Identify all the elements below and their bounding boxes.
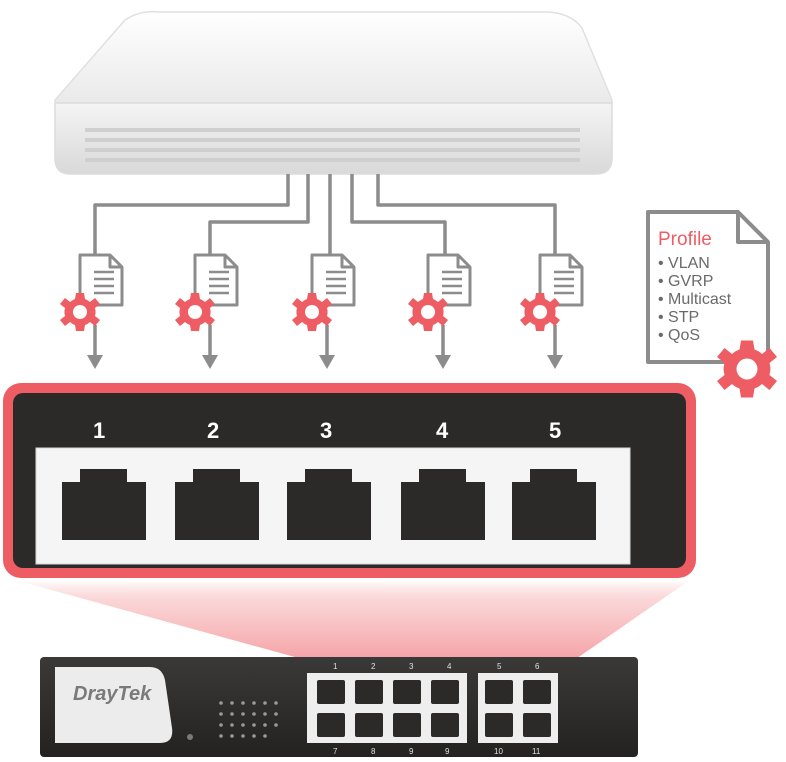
port-number-8: 8	[371, 747, 376, 756]
zoomed-port-panel: 1 2 3 4 5	[3, 383, 696, 578]
document-icon	[538, 253, 584, 307]
document-icon	[78, 253, 124, 307]
profile-card: Profile • VLAN • GVRP • Multicast • STP …	[646, 210, 777, 398]
document-icon	[426, 253, 472, 307]
document-icon	[193, 253, 239, 307]
profile-item-stp: • STP	[658, 309, 699, 326]
profile-doc-4	[408, 253, 472, 331]
vent-dots	[219, 701, 278, 738]
port-number-5: 5	[497, 662, 502, 671]
port-number-10: 10	[494, 747, 503, 756]
port-label-1: 1	[93, 418, 105, 443]
profile-item-multicast: • Multicast	[658, 291, 732, 308]
router-vent	[85, 148, 580, 152]
ethernet-port-icon	[355, 680, 383, 704]
port-number-6: 6	[535, 662, 540, 671]
router-vent	[85, 128, 580, 132]
port-number-2: 2	[371, 662, 376, 671]
profile-doc-2	[175, 253, 239, 331]
port-label-3: 3	[320, 418, 332, 443]
ethernet-port-icon	[523, 680, 551, 704]
connection-lines	[93, 174, 557, 255]
ethernet-port-icon	[355, 713, 383, 737]
port-number-9: 9	[409, 747, 414, 756]
ethernet-port-icon	[393, 680, 421, 704]
ethernet-port-icon	[317, 680, 345, 704]
profile-doc-5	[520, 253, 584, 331]
port-number-7: 7	[333, 747, 338, 756]
profile-item-gvrp: • GVRP	[658, 273, 713, 290]
ethernet-port-icon	[485, 680, 513, 704]
profile-title: Profile	[658, 229, 712, 250]
brand-plate	[55, 667, 173, 743]
ethernet-port-icon	[175, 469, 259, 540]
port-label-5: 5	[549, 418, 561, 443]
port-number-4: 4	[447, 662, 452, 671]
port-number-3: 3	[409, 662, 414, 671]
ethernet-port-icon	[393, 713, 421, 737]
ethernet-port-icon	[317, 713, 345, 737]
port-number-11: 11	[532, 747, 541, 756]
port-label-4: 4	[436, 418, 449, 443]
profile-item-qos: • QoS	[658, 327, 700, 344]
router-icon	[54, 10, 613, 175]
port-number-9b: 9	[445, 747, 450, 756]
ethernet-port-icon	[431, 680, 459, 704]
ethernet-port-icon	[431, 713, 459, 737]
document-icon	[310, 253, 356, 307]
ethernet-port-icon	[62, 469, 146, 540]
profile-item-vlan: • VLAN	[658, 255, 710, 272]
device-ports	[317, 680, 551, 737]
profile-doc-3	[292, 253, 356, 331]
ethernet-port-icon	[512, 469, 596, 540]
brand-logo: DrayTek	[73, 683, 152, 705]
ethernet-port-icon	[287, 469, 371, 540]
power-led-icon	[187, 734, 193, 740]
ethernet-port-icon	[401, 469, 485, 540]
draytek-switch: DrayTek 1 2 3 4 5 6	[40, 657, 638, 757]
port-number-1: 1	[333, 662, 338, 671]
arrows	[87, 325, 563, 369]
port-label-2: 2	[207, 418, 219, 443]
router-vent	[85, 138, 580, 142]
router-vent	[85, 158, 580, 162]
ethernet-port-icon	[523, 713, 551, 737]
ethernet-port-icon	[485, 713, 513, 737]
profile-doc-1	[60, 253, 124, 331]
